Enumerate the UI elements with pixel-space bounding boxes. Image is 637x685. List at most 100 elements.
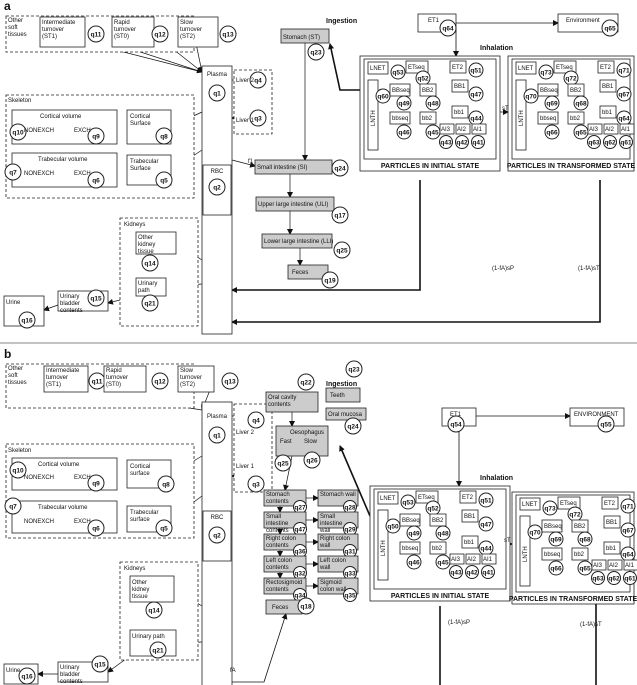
ln-th-box — [515, 79, 527, 151]
pool-q7-label: q7 — [9, 503, 17, 510]
bbseq-box — [541, 519, 563, 533]
pool-q6-label: q6 — [92, 177, 100, 184]
pool-q67-label: q67 — [622, 527, 634, 534]
pool-q68-circle — [577, 531, 593, 547]
pool-q7-circle — [4, 497, 22, 515]
ai2-box — [465, 553, 481, 565]
lli-box — [261, 233, 333, 249]
st-label-b: sT — [504, 538, 511, 544]
pool-q19-label: q19 — [324, 277, 336, 284]
intermediate-turnover-box-b — [43, 365, 89, 393]
bb1-label: BB1 — [464, 514, 476, 520]
ai2-label: AI2 — [609, 563, 619, 569]
pool-q65-label: q65 — [579, 565, 591, 572]
liver2-label: Liver 2 — [236, 78, 255, 84]
flow-path — [339, 445, 371, 517]
pool-q67-circle — [616, 86, 632, 102]
ln-th-label: LNTH — [381, 540, 387, 556]
pool-q69-label: q69 — [550, 536, 562, 543]
pool-q22-circle — [297, 373, 315, 391]
flow-path — [231, 180, 601, 325]
pool-q64-label: q64 — [618, 115, 630, 122]
ingestion-label: Ingestion — [326, 18, 357, 25]
pool-q63-label: q63 — [592, 575, 604, 582]
oral-cavity-box — [265, 391, 319, 413]
pool-q72-label: q72 — [565, 75, 577, 82]
pool-q50-label: q50 — [387, 523, 399, 530]
ai1-label: AI1 — [483, 557, 493, 563]
respiratory-title-b-initial: PARTICLES IN INITIAL STATE — [391, 593, 490, 600]
pool-q16-circle — [18, 311, 36, 329]
pool-q46-label: q46 — [398, 129, 410, 136]
pool-q13-circle — [219, 25, 237, 43]
pool-q71-label: q71 — [618, 67, 630, 74]
ln-th-box — [377, 509, 389, 581]
oesophagus-slow-label: Slow — [304, 439, 318, 445]
pool-q13-label: q13 — [222, 31, 234, 38]
feces-label: Feces — [292, 270, 308, 276]
pool-q2-label: q2 — [213, 184, 221, 191]
pool-q63-circle — [591, 571, 605, 585]
fa-p-label-b: (1-fA)sP — [448, 620, 470, 626]
pool-q73-label: q73 — [544, 505, 556, 512]
pool-q10-circle — [9, 461, 27, 479]
pool-q47-label: q47 — [470, 91, 482, 98]
oesophagus-box — [275, 425, 329, 457]
pool-q16-label: q16 — [21, 673, 33, 680]
bb2-box — [429, 513, 447, 527]
bb2-label: BB2 — [432, 518, 444, 524]
inhalation-label-b: Inhalation — [480, 475, 513, 482]
pool-q65-label: q65 — [575, 129, 587, 136]
pool-q67-label: q67 — [618, 91, 630, 98]
nonexch-label-1: NONEXCH — [24, 128, 54, 134]
pool-q47-circle — [468, 86, 484, 102]
pool-q66-circle — [544, 124, 560, 140]
pool-q64-circle — [439, 19, 457, 37]
skeleton-label: Skeleton — [8, 98, 31, 104]
pool-q15-label: q15 — [94, 661, 106, 668]
bb2s-box — [429, 541, 447, 555]
pool-q9-circle — [87, 127, 105, 145]
bb2-box — [571, 519, 589, 533]
teeth-box — [325, 387, 361, 403]
flow-path — [231, 180, 421, 293]
flow-path — [595, 604, 597, 685]
pool-q53-label: q53 — [402, 499, 414, 506]
pool-q24-circle — [331, 159, 349, 177]
trabecular-volume-label: Trabecular volume — [38, 157, 88, 163]
pool-q8-label: q8 — [162, 481, 170, 488]
pool-q60-label: q60 — [377, 93, 389, 100]
pool-q47-label: q47 — [294, 526, 306, 533]
pool-q15-circle — [87, 289, 105, 307]
fa-label-b: fA — [230, 668, 236, 674]
pool-q45-label: q45 — [437, 559, 449, 566]
exch-label-2: EXCH — [74, 171, 91, 177]
flow-arrow — [43, 304, 59, 312]
stomach-box — [280, 28, 330, 44]
bbseq2-label: bbseq — [402, 546, 418, 552]
cortical-surface-box-b — [126, 459, 172, 489]
pool-q65-circle — [601, 19, 619, 37]
pool-q5-label: q5 — [160, 177, 168, 184]
pool-q28-label: q28 — [344, 504, 356, 511]
bb2-label: BB2 — [574, 524, 586, 530]
et2-label: ET2 — [462, 495, 474, 501]
pool-q2-circle — [208, 526, 226, 544]
respiratory-title-b-transformed: PARTICLES IN TRANSFORMED STATE — [509, 596, 637, 603]
bbseq-box — [389, 83, 411, 97]
nonexch-label-b2: NONEXCH — [24, 519, 54, 525]
pool-q26-label: q26 — [306, 457, 318, 464]
plasma-label: Plasma — [207, 72, 228, 78]
pool-q44-label: q44 — [470, 115, 482, 122]
oral-mucosa-box — [325, 407, 367, 421]
bb2s-box — [567, 111, 585, 125]
ln-et-box — [519, 497, 541, 511]
